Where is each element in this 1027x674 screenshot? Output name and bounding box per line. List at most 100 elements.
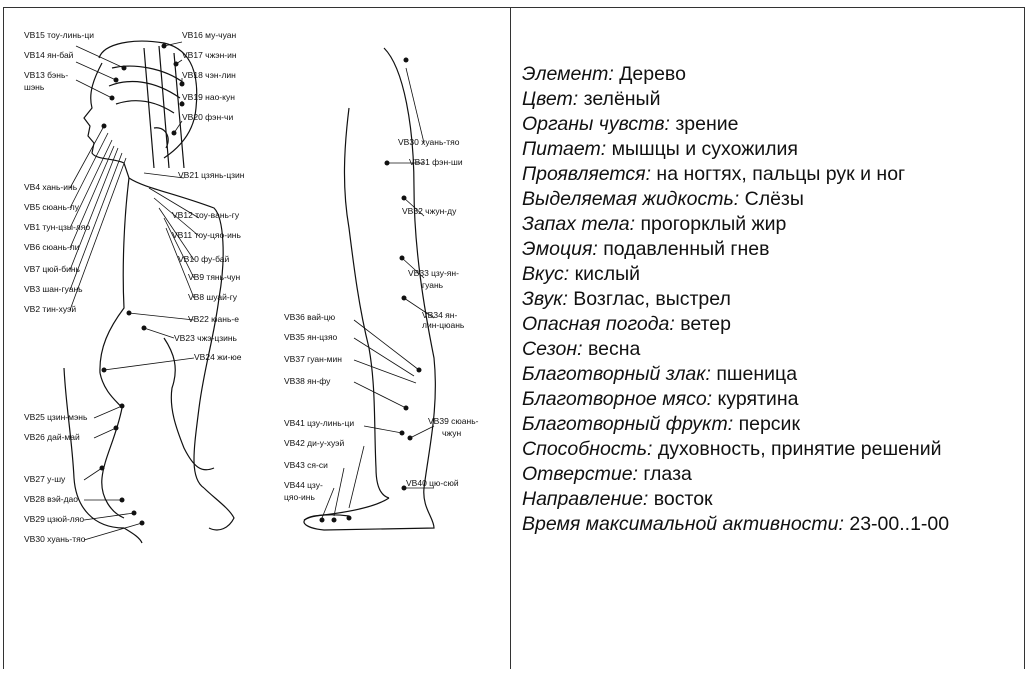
label-vb41: VB41 цзу-линь-ци (284, 418, 354, 428)
label-vb8: VB8 шуай-гу (188, 292, 238, 302)
label-vb23: VB23 чжэ-цзинь (174, 333, 238, 343)
property-value: зелёный (583, 88, 661, 110)
property-key: Опасная погода: (522, 313, 675, 335)
property-key: Отверстие: (522, 463, 638, 485)
meridian-figure-cell: VB15 тоу-линь-ци VB14 ян-бай VB13 бэнь- … (4, 8, 510, 669)
property-key: Сезон: (522, 338, 583, 360)
label-vb44-cont: цяо-инь (284, 492, 315, 502)
label-vb28: VB28 вэй-дао (24, 494, 78, 504)
property-value: пшеница (716, 363, 798, 385)
label-vb26: VB26 дай-май (24, 432, 80, 442)
label-vb42: VB42 ди-у-хуэй (284, 438, 345, 448)
label-vb25: VB25 цзин-мэнь (24, 412, 88, 422)
property-value: Слёзы (744, 188, 804, 210)
property-key: Направление: (522, 488, 649, 510)
property-value: кислый (574, 263, 641, 285)
torso-labels-right: VB21 цзянь-цзин VB12 тоу-вань-гу VB11 то… (172, 170, 245, 362)
property-value: прогорклый жир (640, 213, 787, 235)
label-vb17: VB17 чжэн-ин (182, 50, 237, 60)
property-value: курятина (717, 388, 799, 410)
label-vb35: VB35 ян-цзяо (284, 332, 338, 342)
property-value: персик (738, 413, 800, 435)
property-emotion: Эмоция: подавленный гнев (522, 237, 1022, 262)
label-vb30-leg: VB30 хуань-тяо (398, 137, 460, 147)
property-peak-time: Время максимальной активности: 23-00..1-… (522, 512, 1022, 537)
label-vb37: VB37 гуан-мин (284, 354, 342, 364)
label-vb18: VB18 чэн-лин (182, 70, 236, 80)
label-vb21: VB21 цзянь-цзин (178, 170, 245, 180)
leg-leader-lines (321, 67, 435, 519)
table-top-border (3, 7, 1024, 8)
property-value: Возглас, выстрел (573, 288, 731, 310)
property-key: Цвет: (522, 88, 579, 110)
property-key: Элемент: (522, 63, 614, 85)
table-right-border (1024, 7, 1025, 669)
torso-labels-left: VB4 хань-инь VB5 сюань-лу VB1 тун-цзы-ля… (24, 182, 90, 314)
label-vb19: VB19 нао-кун (182, 92, 235, 102)
label-vb33: VB33 цзу-ян- (408, 268, 459, 278)
property-sound: Звук: Возглас, выстрел (522, 287, 1022, 312)
label-vb33-cont: гуань (422, 280, 444, 290)
property-key: Выделяемая жидкость: (522, 188, 740, 210)
property-taste: Вкус: кислый (522, 262, 1022, 287)
head-labels-right: VB16 му-чуан VB17 чжэн-ин VB18 чэн-лин V… (182, 30, 237, 122)
properties-cell: Элемент: Дерево Цвет: зелёный Органы чув… (522, 62, 1022, 537)
property-value: духовность, принятие решений (657, 438, 942, 460)
property-season: Сезон: весна (522, 337, 1022, 362)
label-vb2: VB2 тин-хуэй (24, 304, 76, 314)
label-vb22: VB22 юань-е (188, 314, 239, 324)
label-vb44: VB44 цзу- (284, 480, 323, 490)
property-element: Элемент: Дерево (522, 62, 1022, 87)
property-value: Дерево (619, 63, 686, 85)
leg-acupoint-dots (319, 57, 422, 523)
property-sense-organ: Органы чувств: зрение (522, 112, 1022, 137)
property-manifests: Проявляется: на ногтях, пальцы рук и ног (522, 162, 1022, 187)
property-value: восток (653, 488, 713, 510)
upper-body-drawing (63, 40, 235, 544)
property-key: Звук: (522, 288, 568, 310)
property-key: Эмоция: (522, 238, 598, 260)
label-vb27: VB27 у-шу (24, 474, 66, 484)
label-vb34: VB34 ян- (422, 310, 457, 320)
label-vb6: VB6 сюань-ли (24, 242, 80, 252)
property-ability: Способность: духовность, принятие решени… (522, 437, 1022, 462)
label-vb5: VB5 сюань-лу (24, 202, 80, 212)
label-vb1: VB1 тун-цзы-ляо (24, 222, 90, 232)
property-value: мышцы и сухожилия (611, 138, 798, 160)
label-vb3: VB3 шан-гуань (24, 284, 83, 294)
property-opening: Отверстие: глаза (522, 462, 1022, 487)
property-direction: Направление: восток (522, 487, 1022, 512)
property-value: ветер (680, 313, 731, 335)
label-vb14: VB14 ян-бай (24, 50, 74, 60)
label-vb9: VB9 тянь-чун (188, 272, 241, 282)
property-value: подавленный гнев (603, 238, 770, 260)
leg-labels-left: VB36 вай-цю VB35 ян-цзяо VB37 гуан-мин V… (284, 312, 354, 502)
property-key: Проявляется: (522, 163, 651, 185)
property-value: на ногтях, пальцы рук и ног (656, 163, 906, 185)
property-fluid: Выделяемая жидкость: Слёзы (522, 187, 1022, 212)
property-key: Органы чувств: (522, 113, 670, 135)
label-vb34-cont: лин-цюань (422, 320, 465, 330)
label-vb4: VB4 хань-инь (24, 182, 78, 192)
label-vb13-cont: шэнь (24, 82, 45, 92)
label-vb7: VB7 цюй-бинь (24, 264, 81, 274)
property-key: Запах тела: (522, 213, 636, 235)
label-vb31: VB31 фэн-ши (409, 157, 463, 167)
upper-leader-lines (69, 41, 200, 541)
label-vb13: VB13 бэнь- (24, 70, 68, 80)
gallbladder-meridian-figure: VB15 тоу-линь-ци VB14 ян-бай VB13 бэнь- … (24, 30, 479, 544)
arm-labels: VB25 цзин-мэнь VB26 дай-май VB27 у-шу VB… (24, 412, 88, 544)
label-vb12: VB12 тоу-вань-гу (172, 210, 240, 220)
property-grain: Благотворный злак: пшеница (522, 362, 1022, 387)
property-meat: Благотворное мясо: курятина (522, 387, 1022, 412)
label-vb30-arm: VB30 хуань-тяо (24, 534, 86, 544)
label-vb32: VB32 чжун-ду (402, 206, 457, 216)
property-value: глаза (643, 463, 692, 485)
label-vb40: VB40 цю-сюй (406, 478, 459, 488)
property-color: Цвет: зелёный (522, 87, 1022, 112)
property-value: 23-00..1-00 (849, 513, 950, 535)
leg-labels-right: VB30 хуань-тяо VB31 фэн-ши VB32 чжун-ду … (398, 137, 479, 488)
property-weather: Опасная погода: ветер (522, 312, 1022, 337)
table-left-border (3, 7, 4, 669)
property-body-odor: Запах тела: прогорклый жир (522, 212, 1022, 237)
